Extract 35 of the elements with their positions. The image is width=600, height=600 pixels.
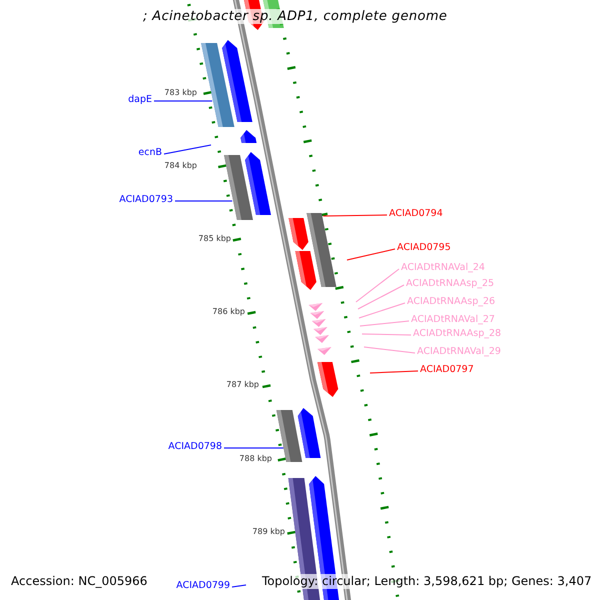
gene-label: ACIADtRNAVal_24 bbox=[401, 262, 485, 274]
leader-line bbox=[364, 346, 416, 354]
leader-line bbox=[164, 144, 212, 154]
accession-text: Accession: NC_005966 bbox=[10, 574, 148, 589]
genome-info-text: Topology: circular; Length: 3,598,621 bp; Genes: 3,407 bbox=[260, 574, 594, 589]
leader-line bbox=[358, 302, 406, 318]
leader-line bbox=[174, 200, 233, 202]
leader-line bbox=[322, 214, 388, 216]
gene-bar bbox=[276, 410, 302, 462]
leader-line bbox=[362, 334, 412, 336]
gene-label: ACIADtRNAVal_27 bbox=[411, 314, 495, 326]
gene-label: ACIADtRNAAsp_25 bbox=[406, 278, 494, 290]
leader-line bbox=[346, 248, 396, 260]
leader-line bbox=[358, 284, 404, 310]
gene-label: ecnB bbox=[138, 147, 162, 159]
gene-label: ACIAD0793 bbox=[119, 194, 173, 206]
leader-line bbox=[356, 268, 400, 302]
scale-label: 786 kbp bbox=[212, 307, 245, 317]
gene-label: ACIAD0799 bbox=[176, 580, 230, 592]
gene-label: ACIAD0797 bbox=[420, 364, 474, 376]
leader-line bbox=[370, 370, 418, 374]
scale-label: 788 kbp bbox=[239, 454, 272, 464]
gene-label: ACIADtRNAVal_29 bbox=[417, 346, 501, 358]
gene-label: ACIADtRNAAsp_26 bbox=[407, 296, 496, 308]
gene-label: dapE bbox=[128, 94, 152, 106]
gene-label: ACIAD0795 bbox=[397, 242, 451, 254]
scale-label: 789 kbp bbox=[252, 527, 285, 537]
scale-label: 784 kbp bbox=[164, 161, 197, 171]
gene-label: ACIAD0798 bbox=[168, 441, 222, 453]
title: ; Acinetobacter sp. ADP1, complete genome bbox=[141, 9, 450, 24]
leader-line bbox=[232, 584, 246, 588]
leader-line bbox=[360, 320, 410, 326]
gene-label: ACIADtRNAAsp_28 bbox=[413, 328, 502, 340]
leader-line bbox=[154, 100, 213, 102]
gene-label: ACIAD0794 bbox=[389, 208, 443, 220]
